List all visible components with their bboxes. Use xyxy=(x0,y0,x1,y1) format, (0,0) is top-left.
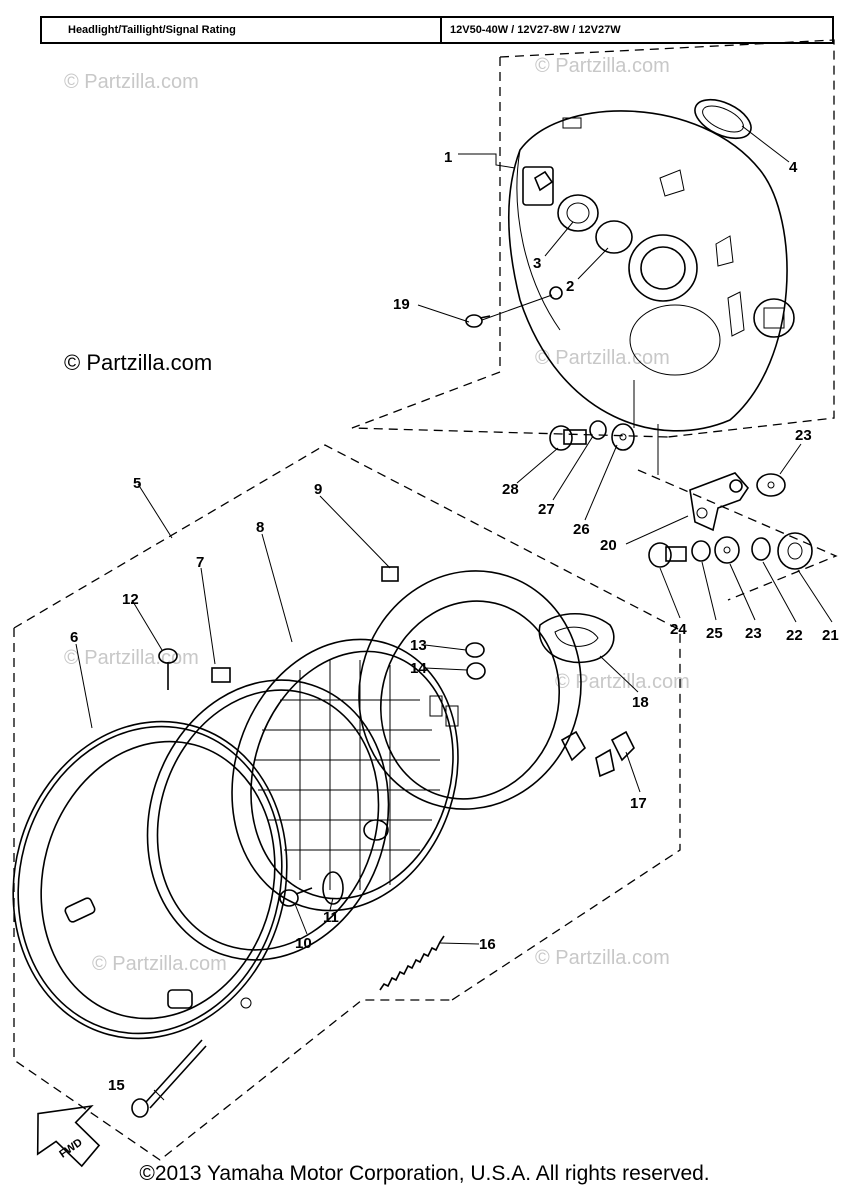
screw-10-part xyxy=(279,887,313,907)
part-label-11: 11 xyxy=(323,909,339,926)
assembly-boundary-upper xyxy=(351,39,835,438)
headlight-body-part xyxy=(508,110,795,432)
part-label-23: 23 xyxy=(795,427,812,444)
watermark: © Partzilla.com xyxy=(555,671,690,693)
case-part xyxy=(358,566,587,810)
part-label-22: 22 xyxy=(786,627,803,644)
watermark: © Partzilla.com xyxy=(64,71,199,93)
part-label-19: 19 xyxy=(393,296,410,313)
part-label-26: 26 xyxy=(573,521,590,538)
rim-part xyxy=(12,720,288,1040)
inner-ring-part xyxy=(146,679,390,961)
bulb-socket-cover-part xyxy=(538,613,615,664)
part-label-25: 25 xyxy=(706,625,723,642)
part-label-21: 21 xyxy=(822,627,839,644)
part-label-10: 10 xyxy=(295,935,312,952)
part-label-15: 15 xyxy=(108,1077,125,1094)
part-label-13: 13 xyxy=(410,637,427,654)
part-label-5: 5 xyxy=(133,475,141,492)
part-label-7: 7 xyxy=(196,554,204,571)
clip-part xyxy=(595,730,635,778)
bolt-set-upper xyxy=(549,420,635,451)
part-label-23b: 23 xyxy=(745,625,762,642)
assembly-boundary-lower xyxy=(13,444,838,1161)
screw-15-part xyxy=(131,1039,207,1118)
part-label-18: 18 xyxy=(632,694,649,711)
part-label-3: 3 xyxy=(533,255,541,272)
watermark: © Partzilla.com xyxy=(535,347,670,369)
part-label-14: 14 xyxy=(410,660,427,677)
leader-lines xyxy=(75,125,833,1101)
watermark: © Partzilla.com xyxy=(64,647,199,669)
screw-19-part xyxy=(465,314,491,328)
part-label-20: 20 xyxy=(600,537,617,554)
copyright-footer: ©2013 Yamaha Motor Corporation, U.S.A. A… xyxy=(139,1162,710,1185)
bracket-assembly xyxy=(648,472,813,570)
part-label-8: 8 xyxy=(256,519,264,536)
rating-table: Headlight/Taillight/Signal Rating 12V50-… xyxy=(40,16,834,44)
spring-16-part xyxy=(379,935,445,991)
lens-unit-part xyxy=(211,638,459,912)
watermark: © Partzilla.com xyxy=(92,953,227,975)
rating-label: Headlight/Taillight/Signal Rating xyxy=(42,18,442,42)
part-label-28: 28 xyxy=(502,481,519,498)
part-label-17: 17 xyxy=(630,795,647,812)
part-label-24: 24 xyxy=(670,621,687,638)
screw-12-part xyxy=(158,648,178,690)
part-labels: 1 2 3 4 5 6 7 8 9 10 11 12 13 14 15 16 1… xyxy=(70,149,839,1094)
part-label-2: 2 xyxy=(566,278,574,295)
fwd-label: FWD xyxy=(57,1136,84,1160)
part-label-16: 16 xyxy=(479,936,496,953)
rating-value: 12V50-40W / 12V27-8W / 12V27W xyxy=(450,24,621,36)
part-label-1: 1 xyxy=(444,149,452,166)
watermark: © Partzilla.com xyxy=(535,947,670,969)
part-label-4: 4 xyxy=(789,159,798,176)
part-label-12: 12 xyxy=(122,591,139,608)
partzilla-watermark: © Partzilla.com xyxy=(64,350,213,375)
part-label-27: 27 xyxy=(538,501,555,518)
watermark: © Partzilla.com xyxy=(535,55,670,77)
part-label-9: 9 xyxy=(314,481,322,498)
part-label-6: 6 xyxy=(70,629,78,646)
